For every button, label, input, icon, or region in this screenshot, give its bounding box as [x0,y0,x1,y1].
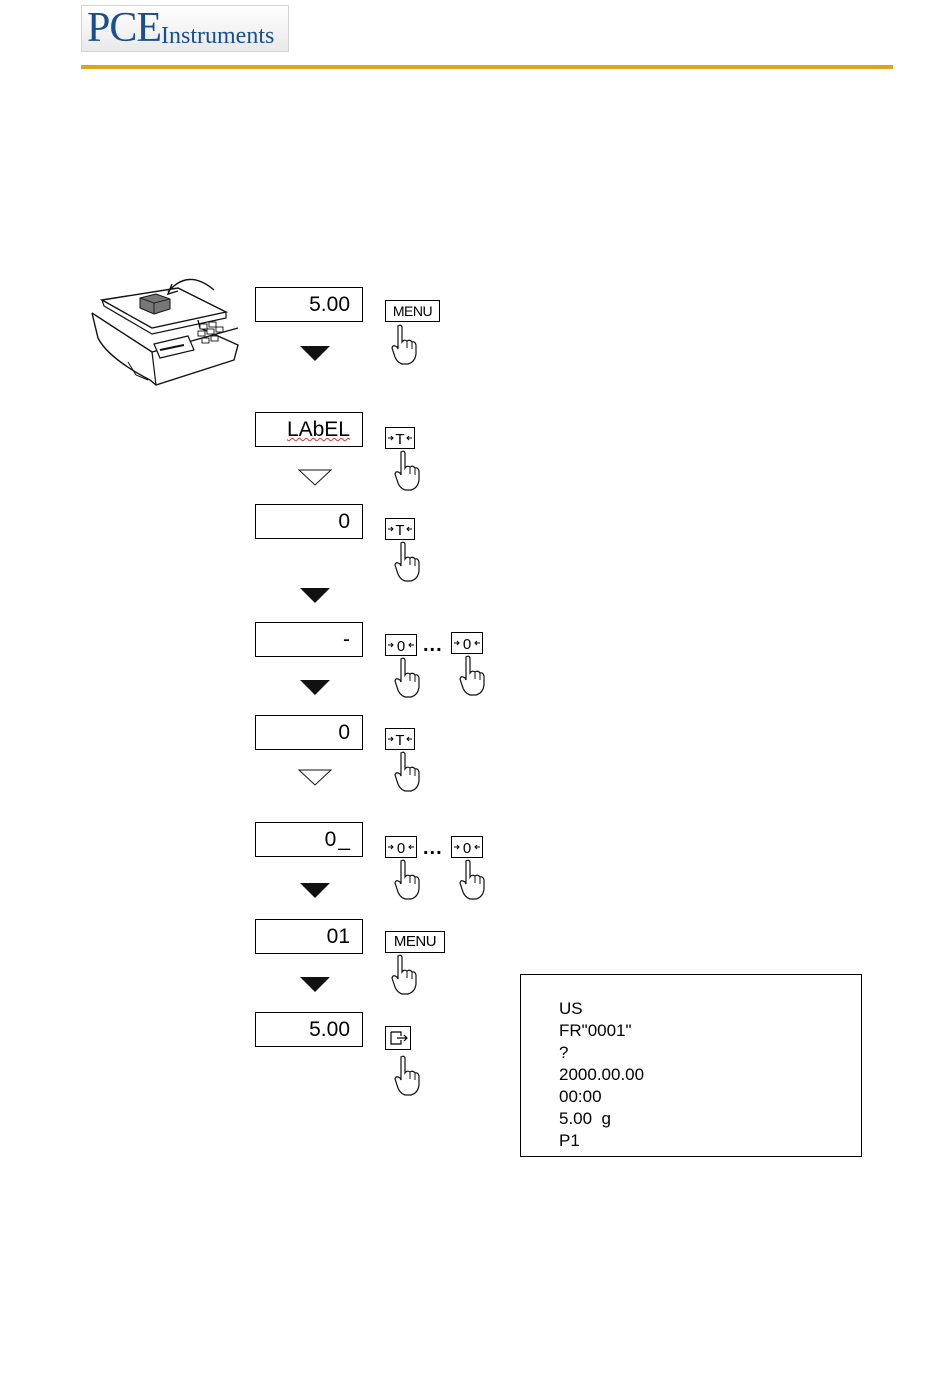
print-key-icon[interactable] [385,1026,411,1050]
svg-text:0: 0 [397,840,405,857]
logo-instruments-text: Instruments [161,23,274,50]
zero-key-icon[interactable]: 0 [385,836,417,858]
hand-pointer-icon [393,1055,423,1097]
hand-pointer-icon [393,859,423,901]
printout-line: US [559,999,583,1019]
scale-display-3: 0 [255,504,363,539]
svg-text:0: 0 [463,840,471,857]
arrow-down-solid-icon [300,588,330,603]
scale-display-7: 01 [255,919,363,954]
pce-logo: PCE Instruments [81,5,289,52]
hand-pointer-icon [390,954,420,996]
svg-text:T: T [395,431,404,448]
tare-key-icon[interactable]: T [385,427,415,449]
ellipsis: ... [423,837,443,860]
svg-text:0: 0 [397,638,405,655]
hand-pointer-icon [458,859,488,901]
header-rule [81,65,893,69]
arrow-down-solid-icon [300,883,330,898]
arrow-down-solid-icon [300,346,330,361]
svg-text:T: T [395,732,404,749]
logo-pce-text: PCE [87,4,161,52]
zero-key-icon[interactable]: 0 [385,634,417,656]
scale-display-5: 0 [255,715,363,750]
scale-display-4: - [255,622,363,657]
scale-display-8: 5.00 [255,1012,363,1047]
scale-display-1: 5.00 [255,287,363,322]
svg-text:T: T [395,522,404,539]
hand-pointer-icon [390,324,420,366]
svg-text:0: 0 [463,636,471,653]
hand-pointer-icon [393,657,423,699]
arrow-down-solid-icon [300,977,330,992]
arrow-down-solid-icon [300,680,330,695]
printout-line: 5.00 g [559,1109,611,1129]
menu-key[interactable]: MENU [385,931,445,953]
printout-box: US FR"0001" ? 2000.00.00 00:00 5.00 g P1 [520,974,862,1157]
hand-pointer-icon [393,541,423,583]
ellipsis: ... [423,634,443,657]
printout-line: 2000.00.00 [559,1065,644,1085]
arrow-down-outline-icon [298,469,332,487]
printout-line: ? [559,1043,568,1063]
hand-pointer-icon [458,655,488,697]
printout-line: FR"0001" [559,1021,632,1041]
scale-display-2: LAbEL [255,412,363,447]
menu-key[interactable]: MENU [385,300,440,322]
arrow-down-outline-icon [298,769,332,787]
tare-key-icon[interactable]: T [385,518,415,540]
tare-key-icon[interactable]: T [385,728,415,750]
printout-line: 00:00 [559,1087,602,1107]
hand-pointer-icon [393,450,423,492]
printout-line: P1 [559,1131,580,1151]
scale-icon [88,270,248,395]
zero-key-icon[interactable]: 0 [451,632,483,654]
scale-display-6: 0_ [255,822,363,857]
hand-pointer-icon [393,751,423,793]
zero-key-icon[interactable]: 0 [451,836,483,858]
